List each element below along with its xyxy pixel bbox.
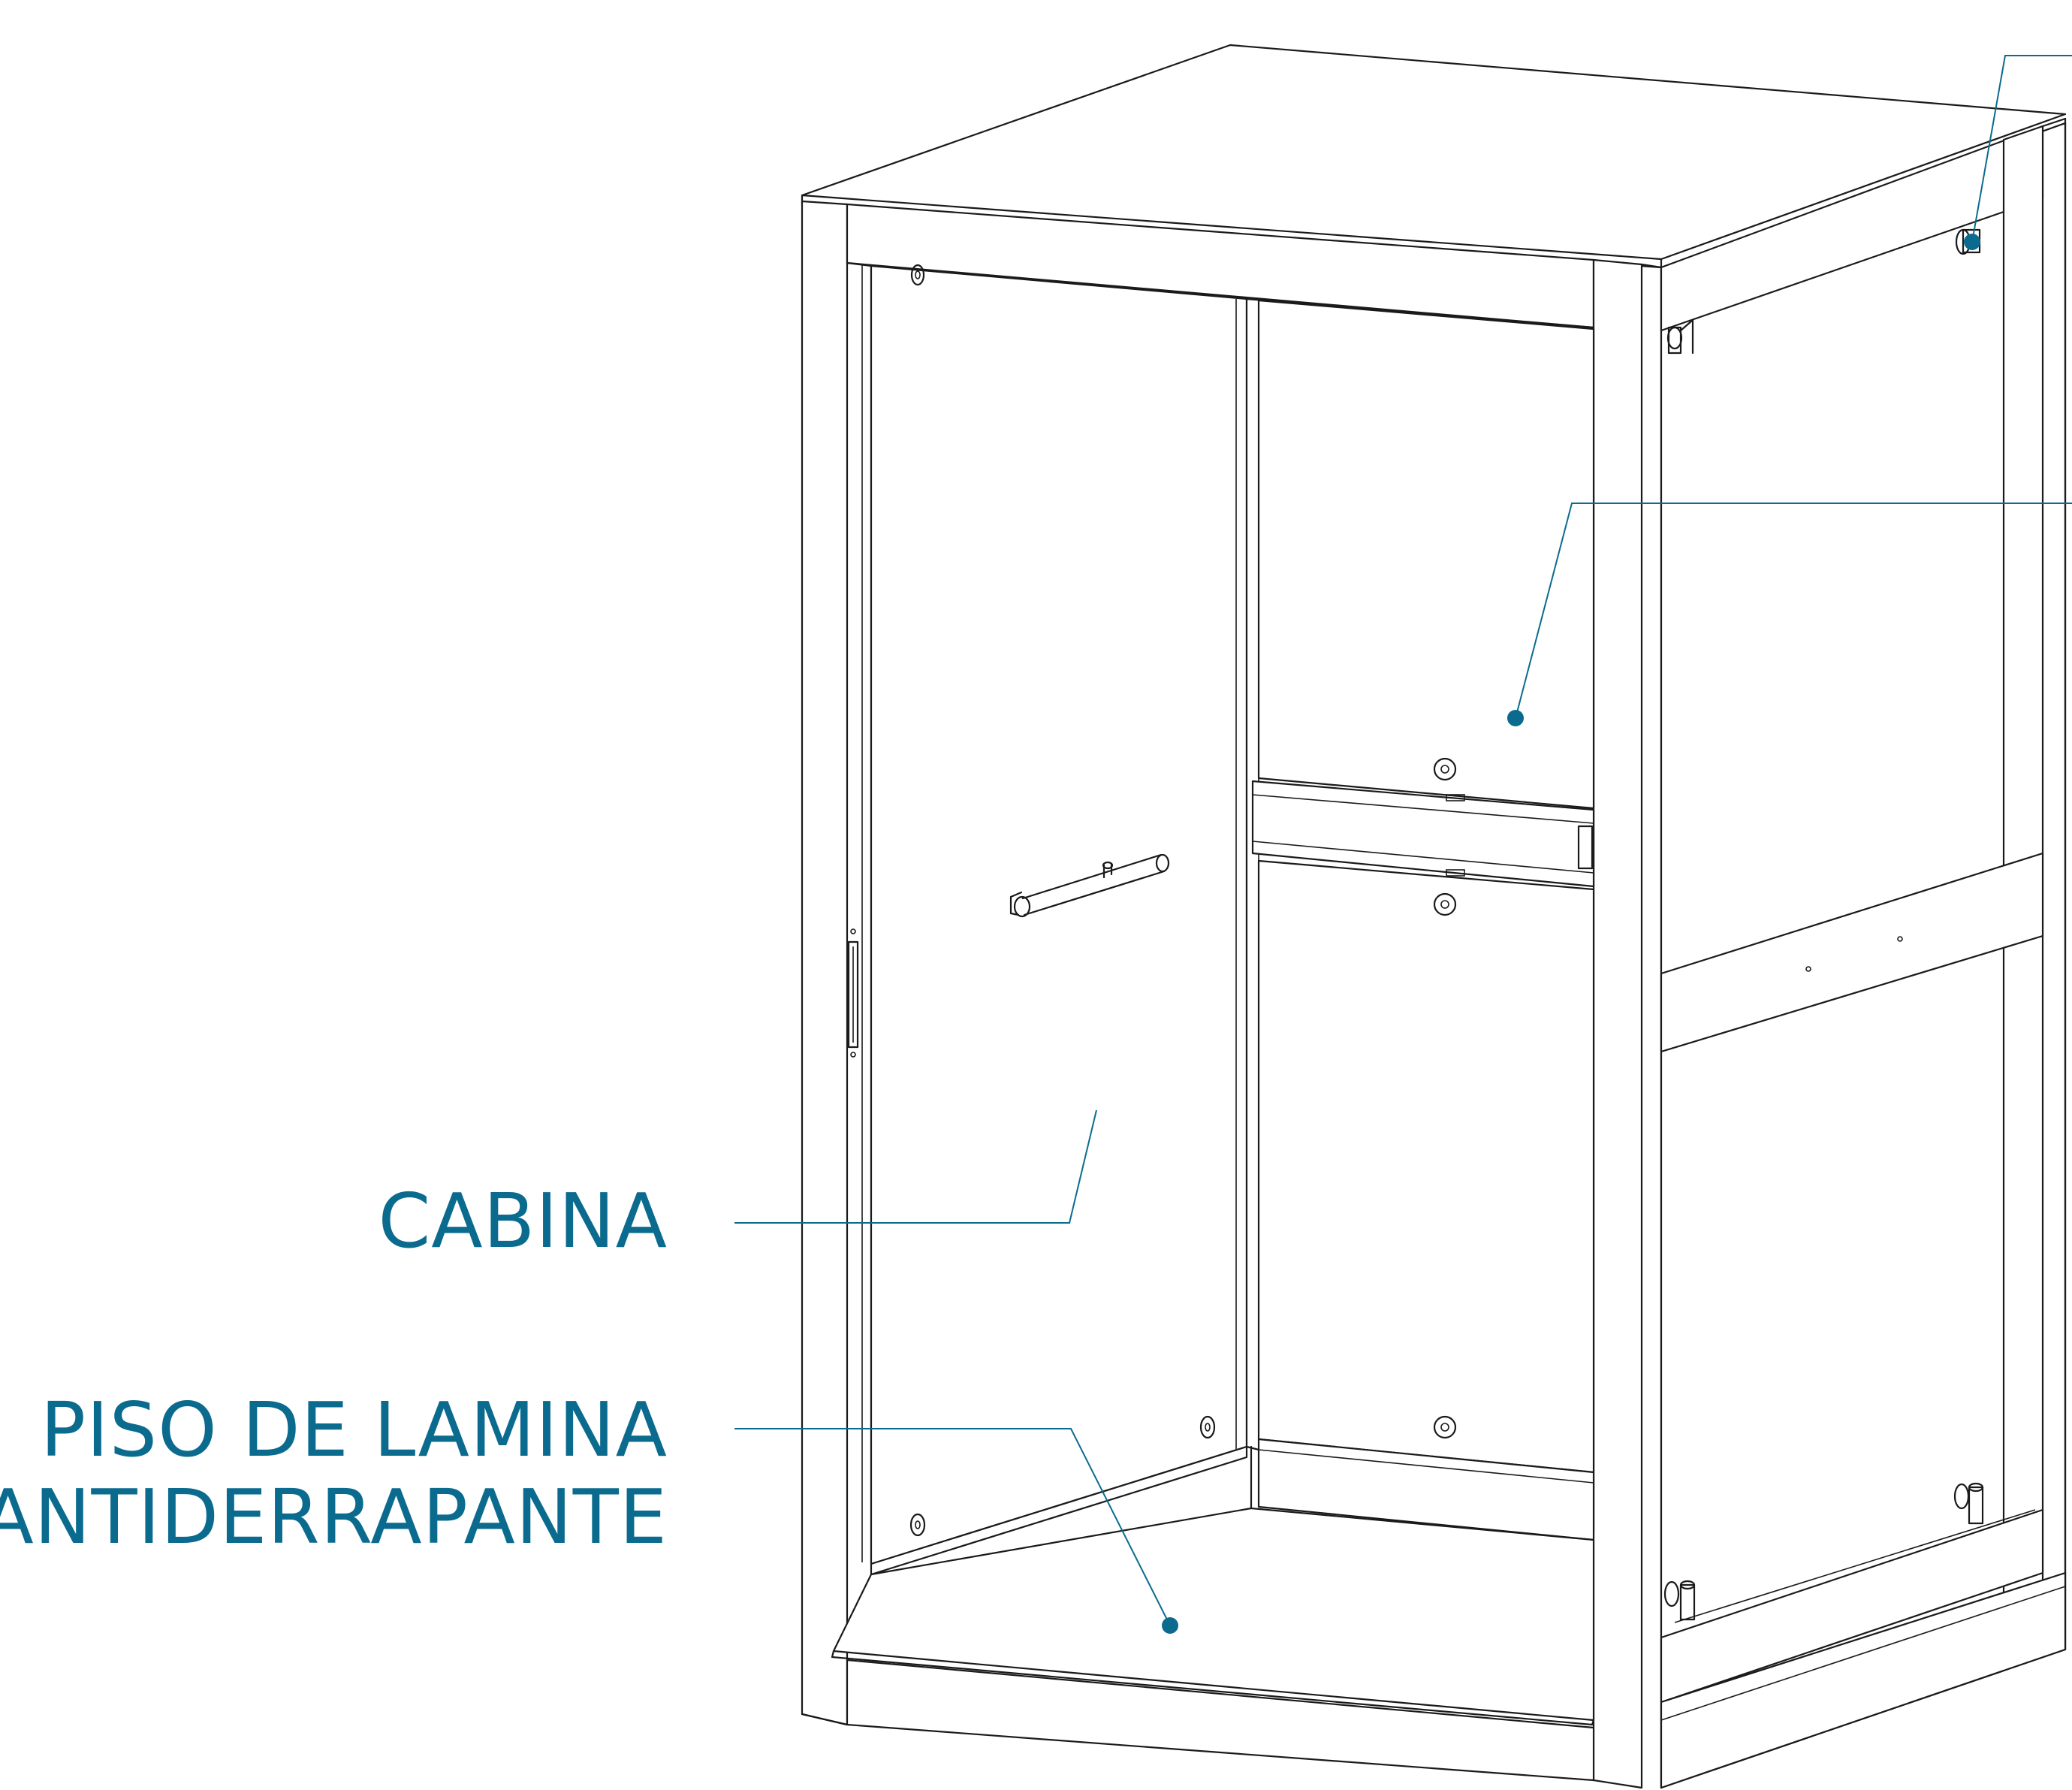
front-right-post — [1592, 258, 1663, 1789]
handle-bar — [1009, 853, 1170, 918]
leader-cabin — [734, 1109, 1097, 1224]
front-bottom-beam — [801, 1659, 1595, 1782]
bolt-middle-back — [1433, 892, 1457, 916]
side-bracket-bottom-left — [1663, 1580, 1696, 1621]
bolt-bottom-left-wall — [909, 1513, 926, 1537]
right-side-frame — [1660, 117, 2067, 1789]
wall-bolts — [909, 264, 1457, 1537]
side-bracket-bottom-right — [1953, 1482, 1984, 1525]
cabin-label: CABINA — [378, 1177, 668, 1265]
bolt-left-wall-corner — [1199, 1415, 1216, 1439]
interior-left-wall — [870, 264, 1248, 1576]
floor-sheet — [831, 1445, 1595, 1726]
bolt-top-left-wall — [910, 264, 925, 286]
floor-label-line2: ANTIDERRAPANTE — [0, 1473, 668, 1561]
front-left-post — [801, 200, 873, 1726]
leader-floor — [734, 1428, 1178, 1634]
floor-label: PISO DE LAMINA ANTIDERRAPANTE — [0, 1387, 668, 1561]
side-bracket-top-left — [1666, 318, 1694, 355]
leader-back-wall — [1507, 503, 2072, 726]
bolt-upper-back — [1433, 757, 1457, 781]
bolt-lower-back — [1433, 1415, 1457, 1439]
door-hinge — [847, 928, 859, 1058]
leader-top-right — [1964, 55, 2072, 250]
floor-label-line1: PISO DE LAMINA — [40, 1386, 668, 1474]
interior-back-wall — [1245, 297, 1595, 1541]
